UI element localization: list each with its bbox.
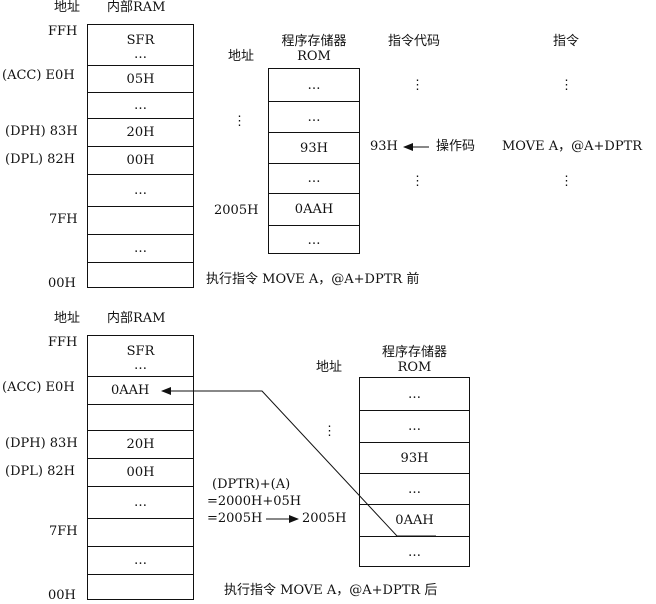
ram-cell-dph: 20H <box>88 118 193 146</box>
ram-cell-gap <box>88 404 193 430</box>
ram-cell-acc: 05H <box>88 65 193 92</box>
instruction-vdots: ⋮ <box>560 174 573 189</box>
rom-header-sub: ROM <box>397 360 432 375</box>
ram-header: 内部RAM <box>107 0 166 15</box>
ram-cell-gap: … <box>88 174 193 206</box>
rom-cell-opcode: 93H <box>360 442 469 473</box>
ram-sfr-dots: … <box>134 47 147 62</box>
ram-sfr-dots: … <box>134 358 147 373</box>
rom-header-sub: ROM <box>297 49 331 64</box>
program-rom-box: … … 93H … 0AAH … <box>268 68 360 254</box>
ram-cell-7fh <box>88 206 193 234</box>
calc-line-1: (DPTR)+(A) <box>212 477 291 492</box>
calc-line-2: =2000H+05H <box>207 494 302 509</box>
ram-address-ffh: FFH <box>48 335 78 350</box>
ram-cell-sfr: SFR <box>126 33 155 48</box>
rom-cell-2005h: 0AAH <box>269 193 359 225</box>
ram-address-7fh: 7FH <box>49 212 78 227</box>
rom-cell: … <box>408 386 421 402</box>
rom-header: 程序存储器 <box>381 345 447 360</box>
rom-cell-2005h: 0AAH <box>360 504 469 536</box>
caption-after: 执行指令 MOVE A，@A+DPTR 后 <box>224 583 438 598</box>
rom-address-2005h: 2005H <box>214 203 259 218</box>
ram-address-acc: (ACC) E0H <box>2 68 75 83</box>
ram-address-header: 地址 <box>54 311 81 326</box>
ram-header: 内部RAM <box>107 311 166 326</box>
ram-address-00h: 00H <box>48 276 76 291</box>
opcode-header: 指令代码 <box>388 34 441 49</box>
ram-address-header: 地址 <box>54 0 81 15</box>
program-rom-box: … … 93H … 0AAH … <box>359 377 470 567</box>
ram-address-dpl: (DPL) 82H <box>5 152 75 167</box>
rom-cell: … <box>360 410 469 442</box>
internal-ram-box: SFR … 0AAH 20H 00H … … <box>87 335 194 600</box>
ram-cell-gap: … <box>88 546 193 574</box>
instruction-text: MOVE A，@A+DPTR <box>502 139 643 154</box>
rom-header: 程序存储器 <box>281 34 347 49</box>
opcode-label: 操作码 <box>436 139 476 154</box>
instruction-vdots: ⋮ <box>560 78 573 93</box>
rom-cell: … <box>269 163 359 193</box>
opcode-value: 93H <box>370 139 398 154</box>
ram-address-dpl: (DPL) 82H <box>5 464 75 479</box>
ram-cell-gap: … <box>88 92 193 118</box>
transfer-arrow <box>161 387 436 537</box>
ram-cell-sfr: SFR <box>126 344 155 359</box>
ram-cell-dph: 20H <box>88 430 193 458</box>
rom-address-vdots: ⋮ <box>233 114 246 129</box>
internal-ram-box: SFR … 05H … 20H 00H … … <box>87 24 194 288</box>
ram-address-acc: (ACC) E0H <box>2 380 75 395</box>
rom-address-vdots: ⋮ <box>323 424 336 439</box>
ram-cell-00h <box>88 262 193 289</box>
ram-address-dph: (DPH) 83H <box>5 124 78 139</box>
ram-address-dph: (DPH) 83H <box>5 436 78 451</box>
ram-cell-00h <box>88 574 193 601</box>
opcode-vdots: ⋮ <box>411 78 424 93</box>
rom-cell: … <box>307 77 321 93</box>
ram-cell-dpl: 00H <box>88 458 193 486</box>
ram-cell-gap: … <box>88 486 193 518</box>
caption-before: 执行指令 MOVE A，@A+DPTR 前 <box>206 272 420 287</box>
rom-cell: … <box>269 225 359 255</box>
ram-address-00h: 00H <box>48 588 76 603</box>
ram-address-ffh: FFH <box>48 24 78 39</box>
rom-cell-opcode: 93H <box>269 132 359 163</box>
ram-cell-7fh <box>88 518 193 546</box>
rom-cell: … <box>360 473 469 504</box>
calc-result: 2005H <box>302 511 347 526</box>
opcode-vdots: ⋮ <box>411 174 424 189</box>
ram-cell-acc: 0AAH <box>88 376 193 404</box>
rom-address-header: 地址 <box>228 49 255 64</box>
rom-cell: … <box>269 101 359 132</box>
rom-address-header: 地址 <box>316 360 343 375</box>
ram-cell-gap: … <box>88 234 193 262</box>
instruction-header: 指令 <box>553 34 580 49</box>
ram-address-7fh: 7FH <box>49 524 78 539</box>
calc-line-3: =2005H <box>207 511 263 526</box>
ram-cell-dpl: 00H <box>88 146 193 174</box>
